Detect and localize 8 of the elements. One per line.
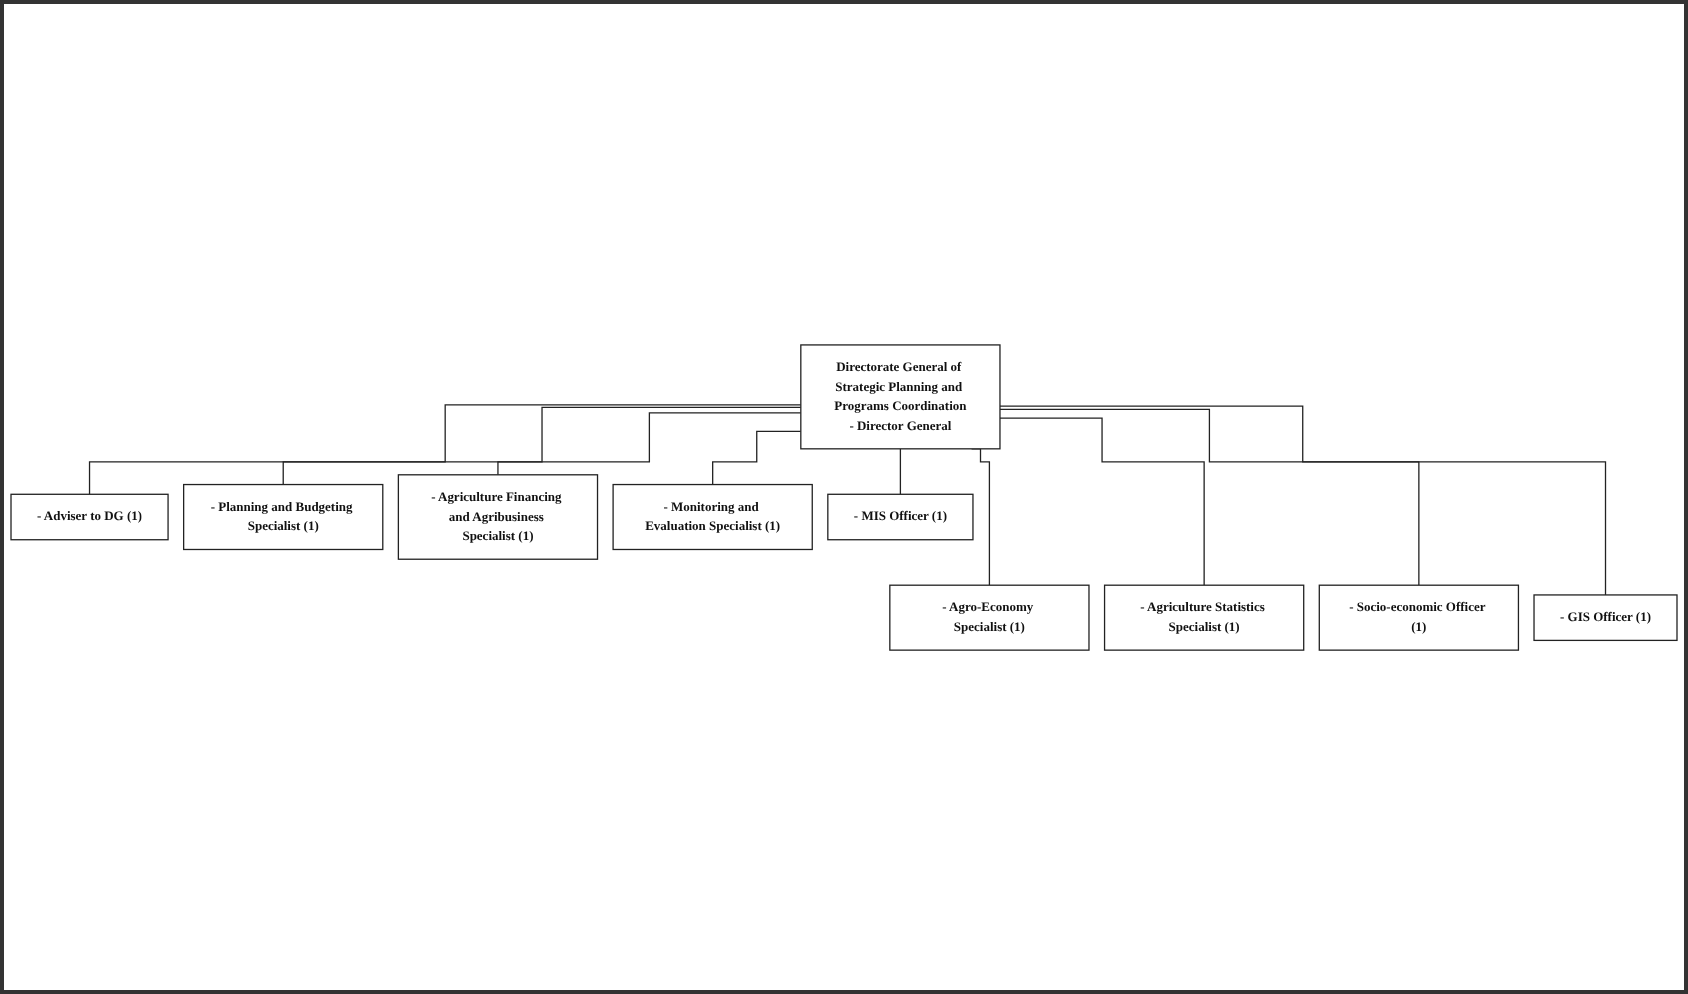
connector: [282, 406, 802, 485]
connector: [899, 447, 902, 495]
connector: [712, 430, 802, 485]
connector: [88, 403, 802, 495]
connector: [999, 417, 1205, 586]
connector: [999, 408, 1420, 586]
connector: [497, 411, 802, 475]
connector: [999, 404, 1607, 596]
